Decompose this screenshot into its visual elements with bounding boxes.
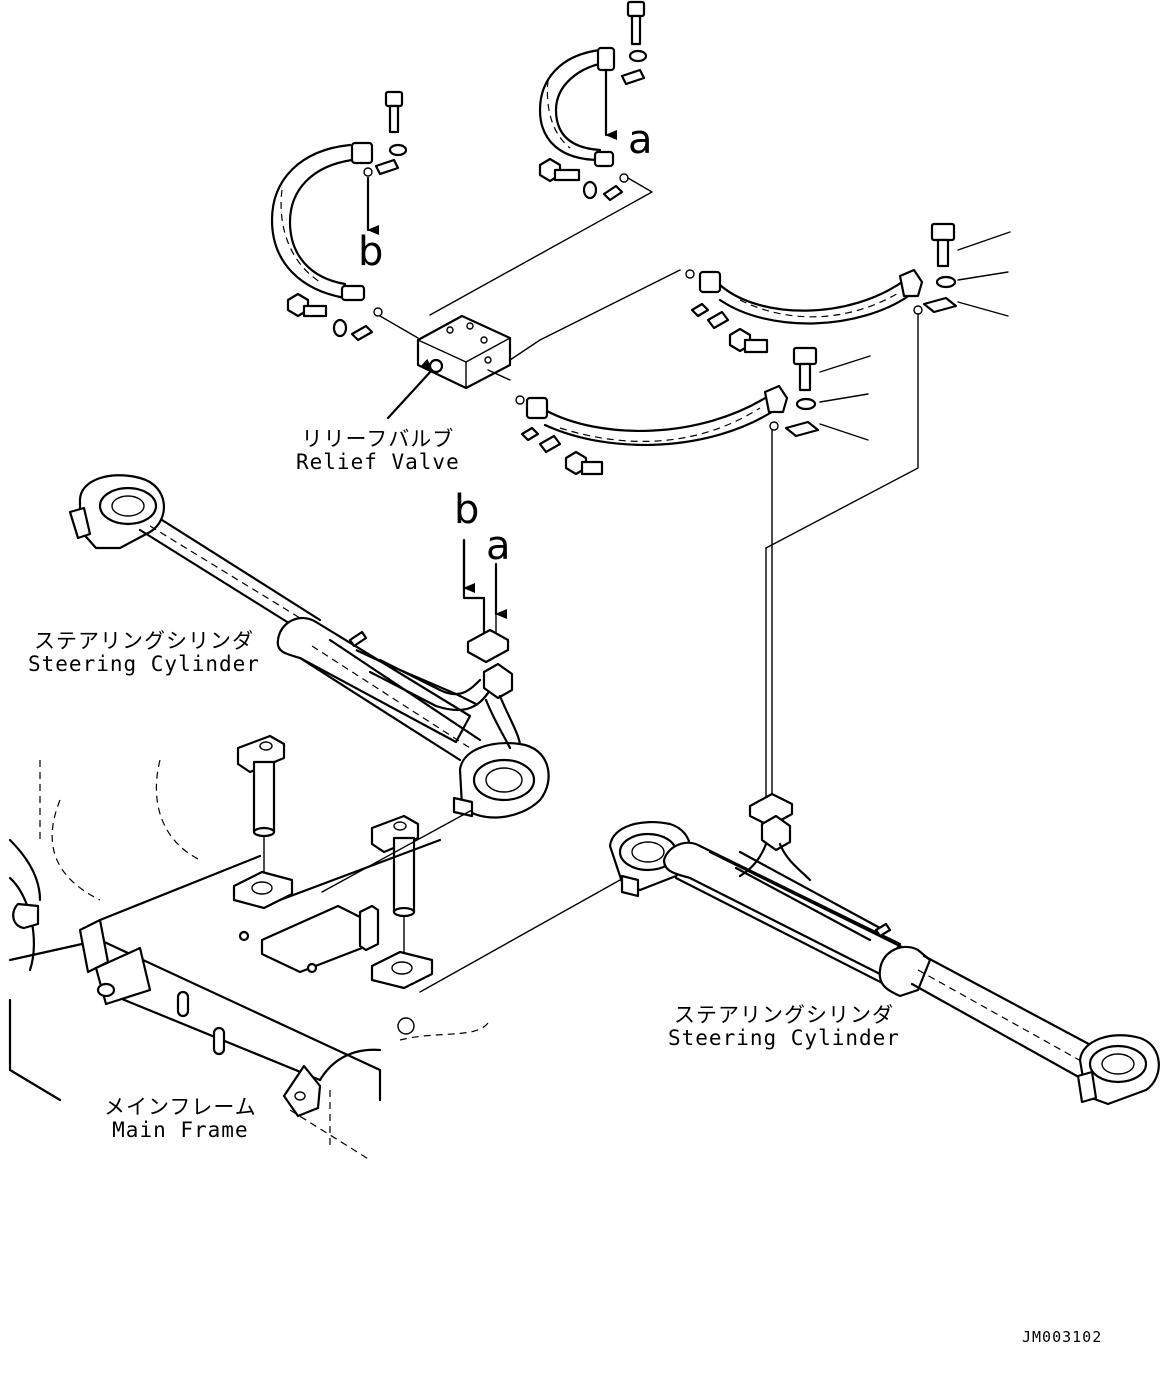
connection-letter-top-b: b: [358, 229, 384, 275]
bolt-top-b-lower: [286, 292, 419, 342]
connection-letter-lower-a: a: [486, 523, 511, 569]
label-steering-cylinder-left-jp: ステアリングシリンダ: [33, 629, 254, 653]
arrows-lower-b-a: [462, 538, 507, 642]
steering-cylinder-left: [68, 474, 550, 819]
bolt-top-a-lower: [429, 157, 653, 316]
relief-valve-block: [386, 269, 681, 420]
hose-top-a: [538, 46, 616, 168]
bolt-top-b: [363, 90, 408, 235]
drawing-code: JM003102: [1022, 1328, 1103, 1346]
label-steering-cylinder-right-en: Steering Cylinder: [668, 1026, 900, 1051]
connection-letter-lower-b: b: [454, 487, 480, 533]
steering-cylinder-left-fitting: [466, 628, 522, 750]
label-relief-valve-en: Relief Valve: [296, 450, 460, 475]
label-main-frame-jp: メインフレーム: [104, 1095, 257, 1119]
hose-right-lower: [487, 369, 789, 476]
label-main-frame-en: Main Frame: [112, 1118, 249, 1143]
label-steering-cylinder-left-en: Steering Cylinder: [28, 652, 260, 677]
connection-letter-top-a: a: [628, 117, 653, 163]
main-frame: [8, 759, 621, 1161]
bolt-right-upper: [765, 222, 1011, 549]
steering-cylinder-right-fitting: [738, 792, 812, 882]
hose-right-upper: [685, 268, 924, 354]
label-main-frame: メインフレーム Main Frame: [104, 1095, 257, 1143]
bolt-right-lower: [765, 346, 871, 801]
bolt-top-a: [604, 0, 648, 140]
steering-cylinder-right: [608, 820, 1160, 1106]
label-steering-cylinder-right: ステアリングシリンダ Steering Cylinder: [668, 1003, 900, 1051]
label-relief-valve: リリーフバルブ Relief Valve: [296, 427, 460, 475]
label-steering-cylinder-left: ステアリングシリンダ Steering Cylinder: [28, 629, 260, 677]
label-relief-valve-jp: リリーフバルブ: [301, 427, 455, 451]
label-steering-cylinder-right-jp: ステアリングシリンダ: [673, 1003, 894, 1027]
hose-top-b: [270, 141, 374, 302]
